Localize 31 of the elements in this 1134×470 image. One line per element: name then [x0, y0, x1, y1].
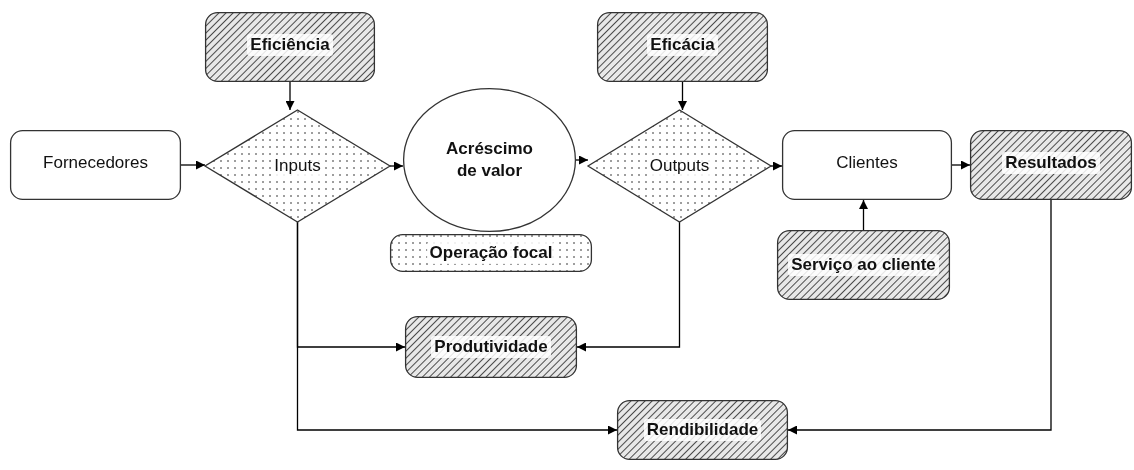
arrow [770, 161, 783, 171]
arrow [389, 161, 404, 171]
process-box [970, 130, 1132, 200]
arrow [180, 160, 206, 170]
node-label: Fornecedores [42, 152, 149, 174]
arrow [285, 81, 295, 111]
arrow [859, 199, 868, 231]
process-box [782, 130, 952, 200]
process-box [205, 12, 375, 82]
arrow [296, 221, 618, 435]
decision-diamond [205, 110, 390, 222]
arrow [576, 221, 681, 352]
node-label: Eficácia [647, 34, 718, 57]
node-label: Resultados [1002, 152, 1100, 175]
process-box [597, 12, 768, 82]
arrow [951, 160, 971, 170]
process-box [390, 234, 592, 272]
process-box [405, 316, 577, 378]
node-label: Serviço ao cliente [788, 253, 939, 277]
process-box [777, 230, 950, 300]
arrow [678, 81, 687, 111]
arrow [575, 155, 589, 165]
process-box [10, 130, 181, 200]
decision-diamond [588, 110, 771, 222]
process-box [617, 400, 788, 460]
node-label: Eficiência [247, 34, 333, 57]
node-label: Clientes [835, 152, 899, 174]
node-label: Acréscimo de valor [445, 137, 534, 182]
arrow [787, 199, 1052, 435]
node-label: Produtividade [431, 335, 551, 359]
process-circle [403, 88, 576, 232]
